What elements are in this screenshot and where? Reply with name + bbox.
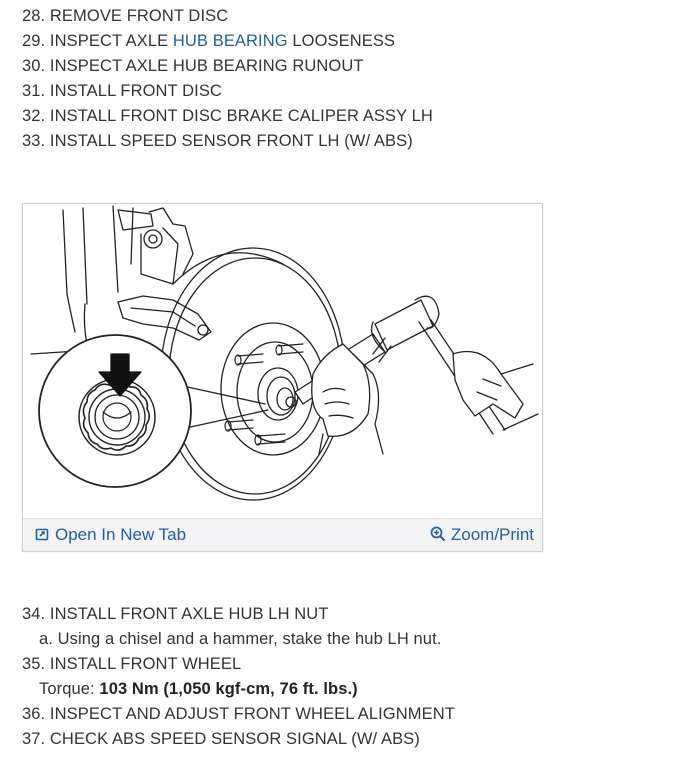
step-29-prefix: 29. INSPECT AXLE [22, 32, 173, 50]
step-28: 28. REMOVE FRONT DISC [22, 7, 229, 25]
step-31: 31. INSTALL FRONT DISC [22, 82, 222, 100]
steps-list-top: 28. REMOVE FRONT DISC 29. INSPECT AXLE H… [22, 4, 433, 154]
step-32: 32. INSTALL FRONT DISC BRAKE CALIPER ASS… [22, 107, 433, 125]
hub-bearing-link[interactable]: HUB BEARING [172, 32, 288, 50]
step-33: 33. INSTALL SPEED SENSOR FRONT LH (W/ AB… [22, 132, 413, 150]
figure-toolbar: Open In New Tab Zoom/Print [23, 518, 542, 551]
zoom-print-label: Zoom/Print [450, 525, 534, 544]
zoom-icon [430, 526, 446, 542]
step-34a: a. Using a chisel and a hammer, stake th… [39, 630, 442, 648]
step-36: 36. INSPECT AND ADJUST FRONT WHEEL ALIGN… [22, 705, 455, 723]
zoom-print-button[interactable]: Zoom/Print [430, 523, 534, 547]
torque-spec: Torque: 103 Nm (1,050 kgf-cm, 76 ft. lbs… [22, 677, 455, 702]
step-35: 35. INSTALL FRONT WHEEL [22, 655, 242, 673]
hub-nut-staking-illustration [30, 205, 539, 501]
torque-value: 103 Nm (1,050 kgf-cm, 76 ft. lbs.) [99, 680, 358, 698]
open-in-new-tab-label: Open In New Tab [55, 525, 187, 544]
step-29-suffix: LOOSENESS [287, 32, 396, 50]
steps-list-bottom: 34. INSTALL FRONT AXLE HUB LH NUT a. Usi… [22, 602, 455, 752]
open-in-new-tab-button[interactable]: Open In New Tab [35, 523, 186, 547]
torque-label: Torque: [39, 680, 100, 698]
step-34: 34. INSTALL FRONT AXLE HUB LH NUT [22, 605, 329, 623]
step-30: 30. INSPECT AXLE HUB BEARING RUNOUT [22, 57, 364, 75]
step-37: 37. CHECK ABS SPEED SENSOR SIGNAL (W/ AB… [22, 730, 420, 748]
step-29: 29. INSPECT AXLE HUB BEARING LOOSENESS [22, 29, 433, 54]
open-new-tab-icon [35, 528, 49, 541]
illustration-figure: Open In New Tab Zoom/Print [22, 203, 543, 552]
